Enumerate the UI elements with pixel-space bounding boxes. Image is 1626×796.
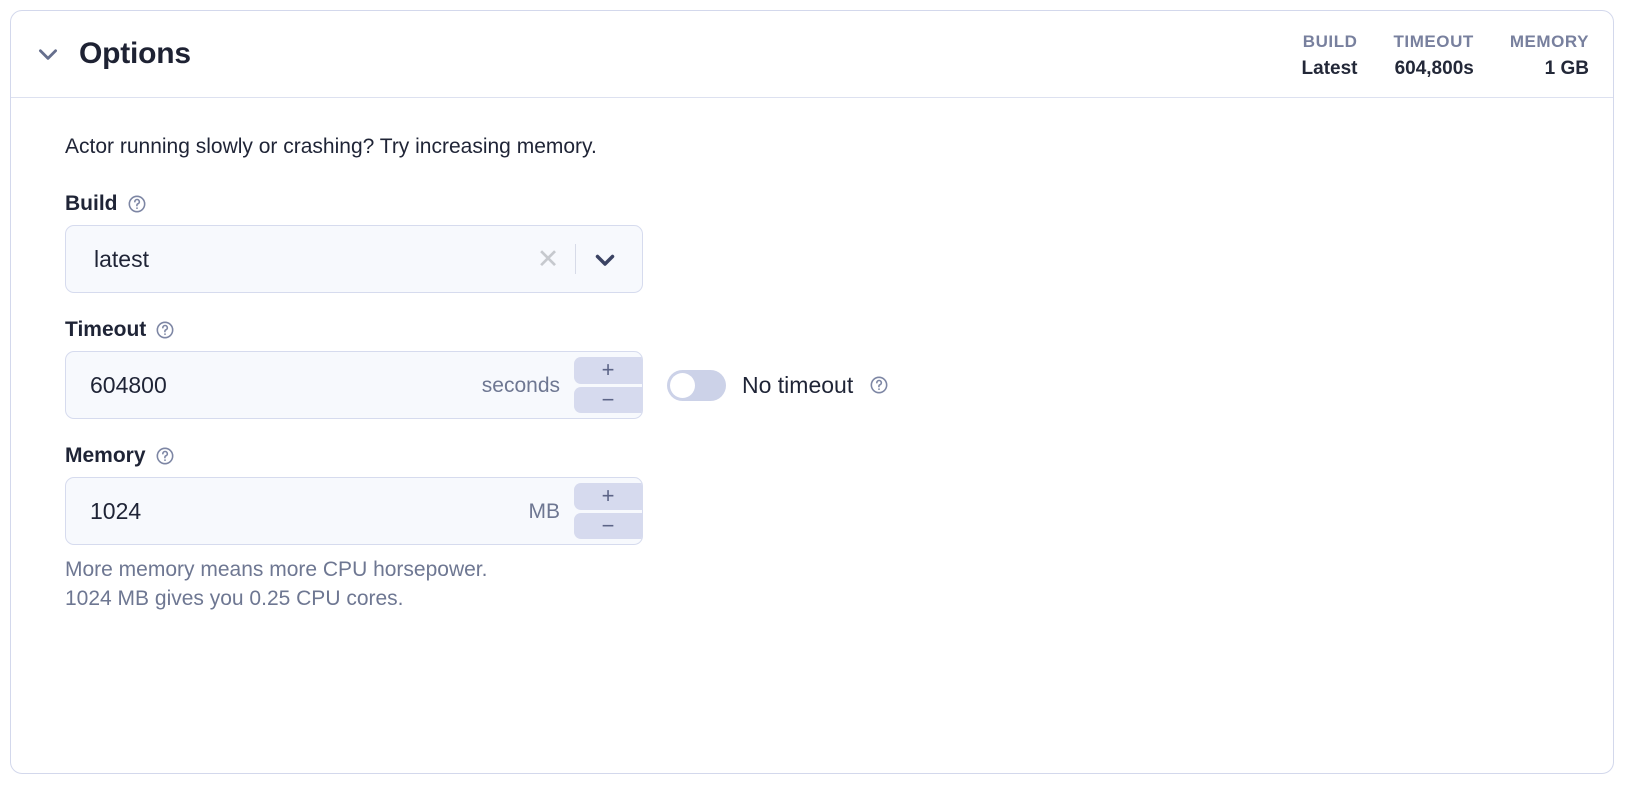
intro-text: Actor running slowly or crashing? Try in… — [65, 135, 597, 158]
memory-stepper: + − — [574, 478, 642, 544]
memory-input[interactable] — [66, 496, 529, 526]
header-stats: BUILD Latest TIMEOUT 604,800s MEMORY 1 G… — [1302, 29, 1589, 83]
timeout-increment-button[interactable]: + — [574, 357, 642, 384]
stat-timeout: TIMEOUT 604,800s — [1393, 29, 1473, 83]
stat-build: BUILD Latest — [1302, 29, 1358, 83]
timeout-input[interactable] — [66, 370, 482, 400]
memory-hint: More memory means more CPU horsepower. 1… — [65, 556, 1589, 614]
stat-timeout-label: TIMEOUT — [1393, 32, 1474, 51]
no-timeout-label: No timeout — [742, 371, 854, 398]
build-label: Build — [65, 192, 118, 216]
question-circle-icon[interactable] — [155, 320, 175, 340]
memory-unit: MB — [528, 499, 561, 523]
timeout-number-control[interactable]: seconds + − — [65, 351, 643, 420]
memory-decrement-button[interactable]: − — [574, 512, 642, 540]
options-panel-body: Actor running slowly or crashing? Try in… — [11, 98, 1613, 614]
build-select-value: latest — [94, 245, 149, 272]
stat-build-label: BUILD — [1302, 32, 1358, 51]
timeout-stepper: + − — [574, 352, 642, 418]
build-field-block: Build latest ✕ — [65, 193, 1589, 294]
memory-hint-line-1: More memory means more CPU horsepower. — [65, 558, 488, 582]
memory-label: Memory — [65, 444, 146, 468]
page-title: Options — [79, 37, 191, 70]
stat-build-value: Latest — [1301, 58, 1358, 79]
memory-field-block: Memory MB + − More memory means more CPU… — [65, 445, 1589, 614]
memory-number-control[interactable]: MB + − — [65, 477, 643, 546]
toggle-knob — [670, 372, 695, 398]
memory-label-row: Memory — [65, 445, 1589, 466]
build-label-row: Build — [65, 193, 1589, 214]
build-select[interactable]: latest ✕ — [65, 225, 643, 294]
options-panel-header: Options BUILD Latest TIMEOUT 604,800s ME… — [11, 11, 1613, 98]
memory-increment-button[interactable]: + — [574, 483, 642, 510]
stat-memory-label: MEMORY — [1509, 32, 1589, 51]
chevron-down-icon[interactable] — [590, 244, 620, 274]
timeout-field-block: Timeout seconds + − — [65, 319, 1589, 420]
question-circle-icon[interactable] — [127, 194, 147, 214]
select-divider — [575, 244, 576, 275]
close-icon[interactable]: ✕ — [536, 243, 560, 274]
question-circle-icon[interactable] — [155, 446, 175, 466]
timeout-label: Timeout — [65, 318, 147, 342]
chevron-down-icon — [39, 49, 57, 60]
stat-timeout-value: 604,800s — [1394, 58, 1474, 79]
timeout-label-row: Timeout — [65, 319, 1589, 340]
options-collapse-toggle[interactable]: Options — [35, 39, 191, 69]
no-timeout-toggle[interactable] — [667, 369, 726, 401]
stat-memory-value: 1 GB — [1544, 58, 1589, 79]
timeout-decrement-button[interactable]: − — [574, 386, 642, 414]
no-timeout-group: No timeout — [667, 369, 889, 401]
memory-hint-line-2: 1024 MB gives you 0.25 CPU cores. — [65, 587, 404, 611]
question-circle-icon[interactable] — [869, 375, 889, 395]
timeout-unit: seconds — [481, 373, 560, 397]
stat-memory: MEMORY 1 GB — [1510, 29, 1589, 83]
options-panel: Options BUILD Latest TIMEOUT 604,800s ME… — [10, 10, 1614, 774]
timeout-row: seconds + − No timeout — [65, 351, 1589, 420]
